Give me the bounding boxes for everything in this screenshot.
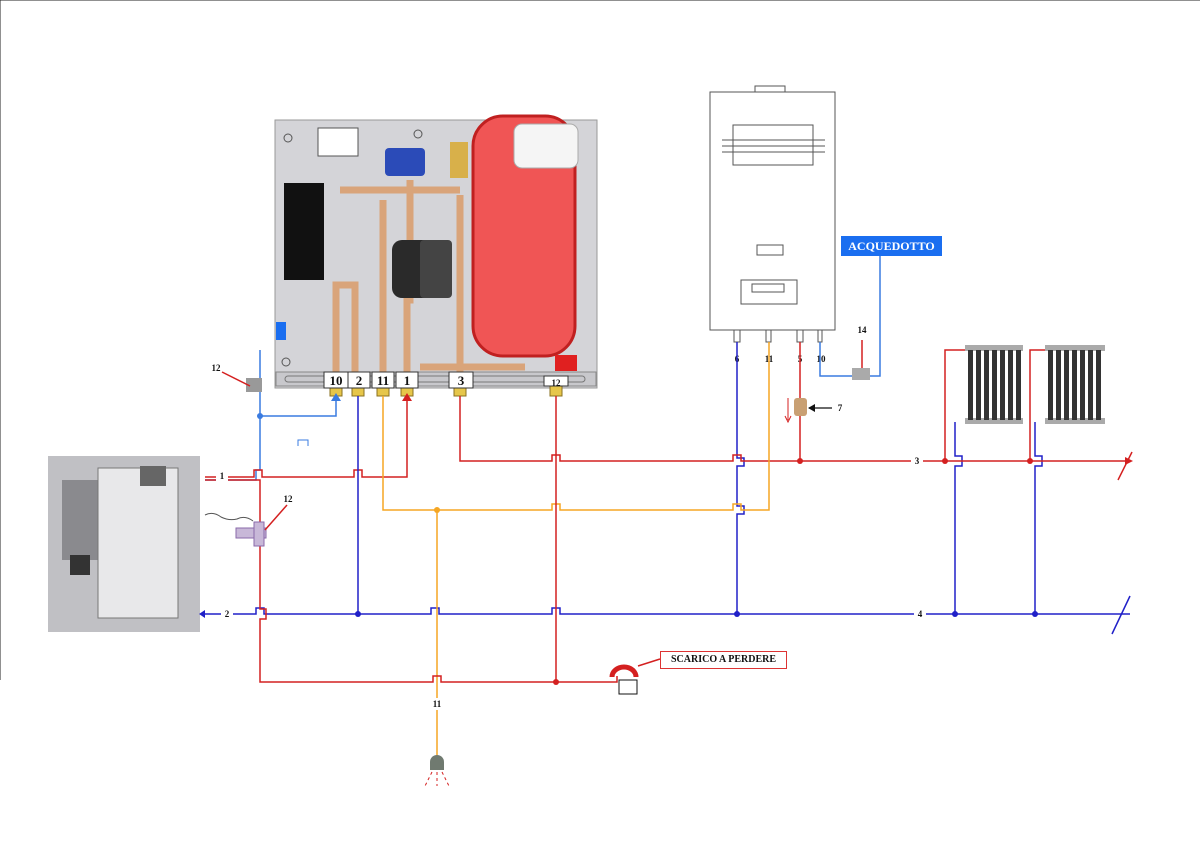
- valve-12-top: 12: [212, 363, 262, 392]
- label-return-4: 4: [918, 609, 923, 619]
- arrow-up-icon: [402, 393, 412, 401]
- radiator1-return: [954, 422, 963, 614]
- arrow-right-icon: [1125, 457, 1133, 465]
- flow-pipe-3: [459, 396, 1130, 462]
- return-pipe-4: [205, 607, 1130, 615]
- pipework: [205, 256, 1133, 760]
- line-labels: 1 2 3 4 11: [216, 455, 926, 710]
- safety-pipe-12: [555, 396, 618, 683]
- svg-text:12: 12: [284, 494, 294, 504]
- svg-text:7: 7: [838, 403, 843, 413]
- port-label-11: 11: [377, 373, 389, 388]
- radiator-1: [965, 345, 1023, 424]
- dhw-pipe-11: [382, 342, 770, 511]
- acquedotto-pipe: [868, 256, 881, 377]
- expansion-vessel: [471, 114, 577, 358]
- svg-text:14: 14: [858, 325, 868, 335]
- port-label-1: 1: [404, 373, 411, 388]
- radiator-2: [1045, 345, 1105, 424]
- radiator2-return: [1034, 422, 1043, 614]
- port-label-12: 12: [552, 378, 562, 388]
- radiator2-flow: [1029, 349, 1045, 461]
- port-label-3: 3: [458, 373, 465, 388]
- flow-pipe-1: [205, 400, 408, 478]
- label-flow-3: 3: [915, 456, 920, 466]
- safety-valve-12: 12: [204, 494, 294, 547]
- port-label-2: 2: [356, 373, 363, 388]
- svg-text:12: 12: [212, 363, 222, 373]
- wall-boiler: 6 11 5 10: [709, 85, 836, 364]
- label-shower-11: 11: [433, 699, 442, 709]
- scarico-label: SCARICO A PERDERE: [660, 651, 787, 669]
- label-flow-1: 1: [220, 471, 225, 481]
- safety-pipe-boiler: [205, 479, 556, 683]
- arrow-up-icon: [331, 393, 341, 401]
- junctions: [257, 413, 1038, 685]
- drain-funnel: [609, 658, 661, 695]
- port-label-10: 10: [330, 373, 343, 388]
- radiator1-flow: [944, 349, 965, 461]
- cold-pipe-to-module: [260, 400, 337, 417]
- cold-pipe-boiler: [819, 342, 860, 377]
- valve-14: 14: [852, 325, 870, 380]
- boiler-port-10: 10: [817, 354, 827, 364]
- label-return-2: 2: [225, 609, 230, 619]
- valve-7: 7: [784, 398, 843, 424]
- acquedotto-label: ACQUEDOTTO: [841, 236, 942, 256]
- shower-head-icon: [424, 755, 450, 787]
- pellet-boiler: [48, 456, 200, 632]
- arrow-left-icon: [199, 610, 205, 618]
- hydraulic-module: 10 2 11 1 3 12: [274, 114, 598, 397]
- return-pipe-6: [736, 342, 745, 614]
